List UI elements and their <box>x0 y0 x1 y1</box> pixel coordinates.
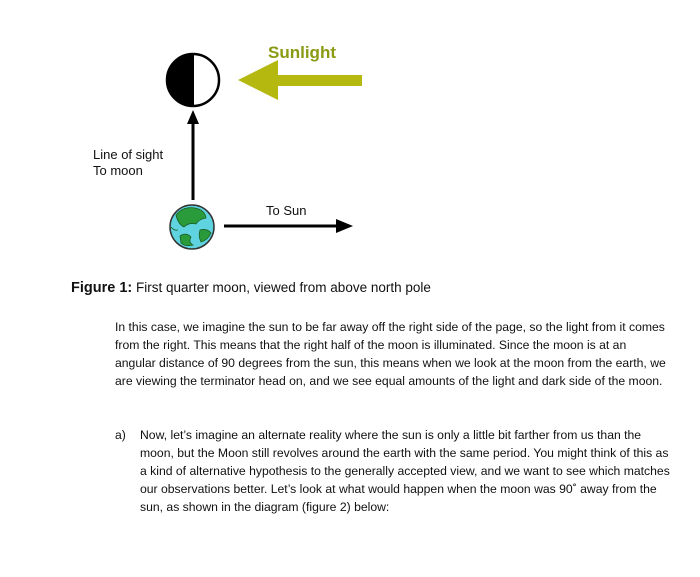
line-of-sight-head <box>187 110 199 124</box>
sunlight-label: Sunlight <box>268 43 336 63</box>
list-item-text: Now, let’s imagine an alternate reality … <box>140 426 675 516</box>
moon-icon <box>167 54 219 106</box>
sunlight-arrow-shaft <box>265 75 362 86</box>
to-sun-head <box>336 219 353 233</box>
figure-caption: Figure 1: First quarter moon, viewed fro… <box>71 280 431 296</box>
list-item-marker: a) <box>115 426 140 516</box>
sunlight-arrow-head <box>238 60 278 100</box>
to-sun-arrow <box>224 219 353 233</box>
figure-caption-text: First quarter moon, viewed from above no… <box>132 280 431 295</box>
line-of-sight-label-line1: Line of sight <box>93 147 163 163</box>
moon-dark-half <box>167 54 193 106</box>
figure-diagram: Sunlight Line of sight To moon To Sun <box>0 0 700 270</box>
line-of-sight-arrow <box>187 110 199 200</box>
sunlight-arrow <box>238 60 362 100</box>
list-item: a) Now, let’s imagine an alternate reali… <box>115 426 675 516</box>
diagram-svg <box>0 0 700 270</box>
explanation-paragraph: In this case, we imagine the sun to be f… <box>115 318 670 390</box>
line-of-sight-label: Line of sight To moon <box>93 147 163 179</box>
to-sun-label: To Sun <box>266 203 306 218</box>
earth-icon <box>170 205 214 249</box>
figure-caption-label: Figure 1: <box>71 280 132 296</box>
line-of-sight-label-line2: To moon <box>93 163 163 179</box>
